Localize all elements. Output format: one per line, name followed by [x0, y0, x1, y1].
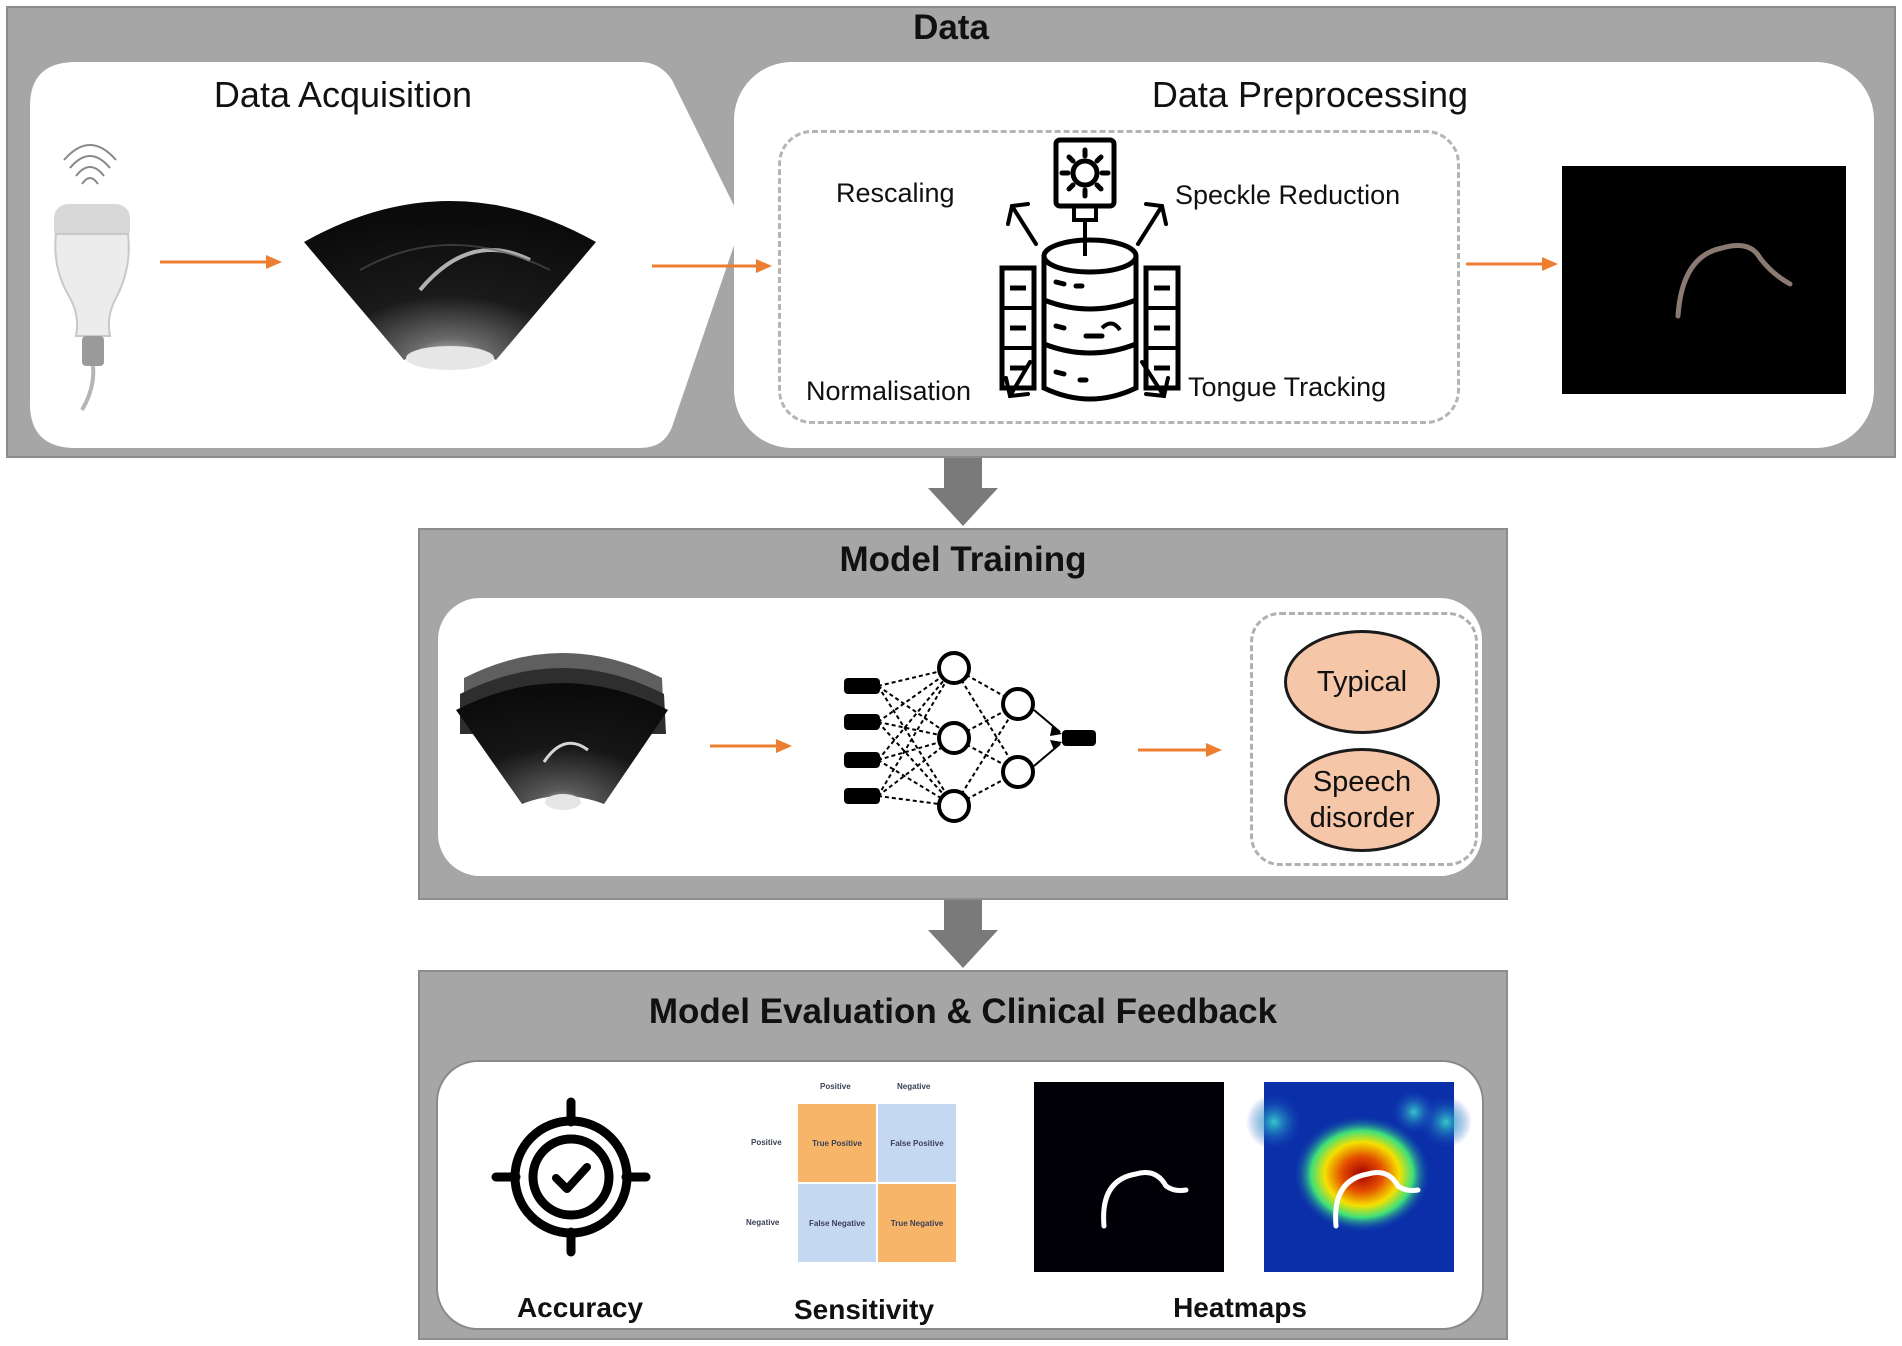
preprocessing-title: Data Preprocessing	[1151, 74, 1469, 115]
flow-arrow-training-to-evaluation	[928, 900, 998, 968]
class-speech-disorder: Speech disorder	[1284, 748, 1440, 852]
step-normalisation: Normalisation	[806, 376, 972, 406]
arrow-acquisition-to-preprocessing	[652, 259, 772, 273]
raw-ultrasound-image	[304, 201, 596, 370]
attention-heatmap-image	[1246, 1082, 1472, 1272]
model-training-title: Model Training	[839, 540, 1087, 579]
classification-output-region	[1250, 612, 1478, 866]
neural-network-icon	[844, 651, 1096, 823]
cm-true-negative: True Negative	[878, 1184, 956, 1262]
step-rescaling: Rescaling	[836, 178, 955, 208]
preprocessing-steps-region	[778, 130, 1460, 424]
target-check-icon	[491, 1097, 651, 1257]
tongue-contour	[1675, 243, 1793, 319]
cm-col-header-negative: Negative	[897, 1082, 931, 1091]
metric-accuracy: Accuracy	[516, 1292, 644, 1323]
step-tongue-tracking: Tongue Tracking	[1188, 372, 1387, 402]
cm-row-header-positive: Positive	[751, 1138, 782, 1147]
tongue-mask-contour	[1101, 1170, 1189, 1229]
arrow-frames-to-network	[710, 739, 792, 753]
stacked-ultrasound-frames	[456, 653, 668, 810]
metric-heatmaps: Heatmaps	[1173, 1292, 1307, 1323]
metric-sensitivity: Sensitivity	[793, 1294, 935, 1325]
cm-true-positive: True Positive	[798, 1104, 876, 1182]
ultrasound-probe-icon	[54, 144, 130, 412]
data-section-title: Data	[913, 8, 989, 47]
cm-false-negative: False Negative	[798, 1184, 876, 1262]
processed-tongue-image	[1562, 166, 1846, 394]
class-typical: Typical	[1284, 630, 1440, 734]
arrow-preprocessing-to-output	[1466, 257, 1558, 271]
acquisition-title: Data Acquisition	[213, 74, 473, 115]
arrow-probe-to-scan	[160, 255, 282, 269]
arrow-network-to-output	[1138, 743, 1222, 757]
step-speckle-reduction: Speckle Reduction	[1175, 180, 1401, 210]
flow-arrow-data-to-training	[928, 458, 998, 526]
database-processing-icon	[999, 137, 1181, 402]
cm-col-header-positive: Positive	[820, 1082, 851, 1091]
preprocessing-direction-arrows	[1004, 202, 1170, 399]
cm-false-positive: False Positive	[878, 1104, 956, 1182]
evaluation-title: Model Evaluation & Clinical Feedback	[648, 992, 1278, 1031]
cm-row-header-negative: Negative	[746, 1218, 780, 1227]
